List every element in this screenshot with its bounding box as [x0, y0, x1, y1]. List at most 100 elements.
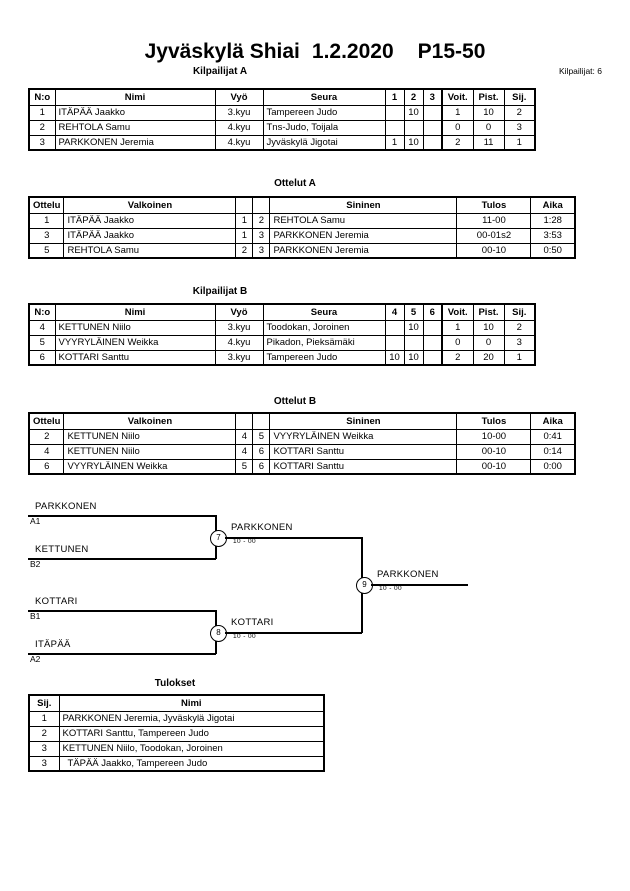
cell-white: KETTUNEN Niilo [63, 443, 237, 460]
col-rank: Sij. [28, 694, 60, 712]
cell-rank: 3 [503, 119, 536, 136]
table-row: 2 KOTTARI Santtu, Tampereen Judo [28, 725, 325, 742]
cell-rank: 1 [28, 710, 60, 727]
cell-time: 0:41 [530, 428, 576, 445]
col-round-1: 1 [384, 88, 405, 106]
col-round-2: 2 [403, 88, 424, 106]
bracket-entry-seed: B2 [30, 559, 41, 569]
cell-belt: 4.kyu [214, 119, 264, 136]
table-header-row: Sij. Nimi [28, 694, 325, 712]
cell-no: 2 [28, 119, 56, 136]
cell-round-4 [384, 319, 405, 336]
cell-wins: 2 [441, 134, 474, 151]
bracket-entry-seed: A2 [30, 654, 41, 664]
cell-no: 1 [28, 104, 56, 121]
col-wins: Voit. [441, 303, 474, 321]
cell-points: 10 [472, 319, 505, 336]
cell-blue: KOTTARI Santtu [269, 458, 458, 475]
cell-time: 3:53 [530, 227, 576, 244]
cell-round-1 [384, 104, 405, 121]
bracket-champion-name: PARKKONEN [377, 569, 439, 580]
section-caption-pool-b: Kilpailijat B [192, 286, 248, 297]
table-header-row: Ottelu Valkoinen Sininen Tulos Aika [28, 196, 576, 214]
cell-no: 4 [28, 319, 56, 336]
bracket-match-number: 8 [210, 625, 227, 642]
table-row: 1 ITÄPÄÄ Jaakko 1 2 REHTOLA Samu 11-00 1… [28, 212, 576, 229]
cell-result: 00-10 [456, 458, 532, 475]
table-header-row: Ottelu Valkoinen Sininen Tulos Aika [28, 412, 576, 430]
col-belt: Vyö [214, 88, 264, 106]
cell-name: ITÄPÄÄ Jaakko [54, 104, 216, 121]
bracket-score: 10 - 00 [379, 585, 403, 592]
cell-blue-no: 6 [252, 458, 271, 475]
cell-name: TÄPÄÄ Jaakko, Tampereen Judo [58, 755, 325, 772]
bracket-score: 10 - 00 [233, 633, 257, 640]
cell-result: 11-00 [456, 212, 532, 229]
col-club: Seura [262, 303, 386, 321]
cell-club: Jyväskylä Jigotai [262, 134, 386, 151]
cell-round-1 [384, 119, 405, 136]
cell-wins: 0 [441, 119, 474, 136]
cell-match: 3 [28, 227, 65, 244]
bracket-match-number: 7 [210, 530, 227, 547]
cell-time: 0:50 [530, 242, 576, 259]
bracket-winner-name: PARKKONEN [231, 522, 293, 533]
cell-white: ITÄPÄÄ Jaakko [63, 227, 237, 244]
cell-result: 00-10 [456, 242, 532, 259]
cell-name: PARKKONEN Jeremia, Jyväskylä Jigotai [58, 710, 325, 727]
cell-white-no: 2 [235, 242, 254, 259]
col-no: N:o [28, 88, 56, 106]
table-row: 6 KOTTARI Santtu 3.kyu Tampereen Judo 10… [28, 349, 536, 366]
cell-club: Tns-Judo, Toijala [262, 119, 386, 136]
col-blue-no [252, 196, 271, 214]
table-row: 4 KETTUNEN Niilo 3.kyu Toodokan, Joroine… [28, 319, 536, 336]
table-row: 3 ITÄPÄÄ Jaakko 1 3 PARKKONEN Jeremia 00… [28, 227, 576, 244]
cell-wins: 1 [441, 104, 474, 121]
cell-round-5: 10 [403, 349, 424, 366]
table-row: 4 KETTUNEN Niilo 4 6 KOTTARI Santtu 00-1… [28, 443, 576, 460]
cell-points: 0 [472, 119, 505, 136]
col-match: Ottelu [28, 196, 65, 214]
bracket-line [225, 537, 362, 539]
table-row: 1 ITÄPÄÄ Jaakko 3.kyu Tampereen Judo 10 … [28, 104, 536, 121]
results-table: Sij. Nimi 1 PARKKONEN Jeremia, Jyväskylä… [28, 694, 325, 772]
col-result: Tulos [456, 196, 532, 214]
table-row: 2 REHTOLA Samu 4.kyu Tns-Judo, Toijala 0… [28, 119, 536, 136]
col-blue-no [252, 412, 271, 430]
bracket-line [371, 584, 468, 586]
cell-white-no: 4 [235, 443, 254, 460]
cell-name: KETTUNEN Niilo [54, 319, 216, 336]
cell-belt: 4.kyu [214, 134, 264, 151]
col-blue: Sininen [269, 412, 458, 430]
cell-rank: 3 [28, 755, 60, 772]
cell-blue-no: 2 [252, 212, 271, 229]
col-rank: Sij. [503, 303, 536, 321]
cell-blue: REHTOLA Samu [269, 212, 458, 229]
cell-round-1: 1 [384, 134, 405, 151]
col-white-no [235, 412, 254, 430]
cell-round-5: 10 [403, 319, 424, 336]
col-club: Seura [262, 88, 386, 106]
cell-white: KETTUNEN Niilo [63, 428, 237, 445]
bracket-line [225, 632, 362, 634]
cell-points: 20 [472, 349, 505, 366]
bracket-entry-seed: A1 [30, 516, 41, 526]
cell-name: REHTOLA Samu [54, 119, 216, 136]
cell-round-2: 10 [403, 104, 424, 121]
cell-white: VYYRYLÄINEN Weikka [63, 458, 237, 475]
title-class: P15-50 [417, 40, 486, 63]
cell-result: 00-10 [456, 443, 532, 460]
col-name: Nimi [54, 303, 216, 321]
table-row: 1 PARKKONEN Jeremia, Jyväskylä Jigotai [28, 710, 325, 727]
cell-name: KOTTARI Santtu [54, 349, 216, 366]
section-caption-results: Tulokset [154, 678, 196, 689]
table-row: 6 VYYRYLÄINEN Weikka 5 6 KOTTARI Santtu … [28, 458, 576, 475]
cell-points: 0 [472, 334, 505, 351]
cell-name: PARKKONEN Jeremia [54, 134, 216, 151]
pool-b-table: N:o Nimi Vyö Seura 4 5 6 Voit. Pist. Sij… [28, 303, 536, 366]
bracket-entry-name: KETTUNEN [35, 544, 89, 555]
bracket-score: 10 - 00 [233, 538, 257, 545]
cell-round-2: 10 [403, 134, 424, 151]
cell-round-3 [422, 119, 443, 136]
cell-wins: 2 [441, 349, 474, 366]
